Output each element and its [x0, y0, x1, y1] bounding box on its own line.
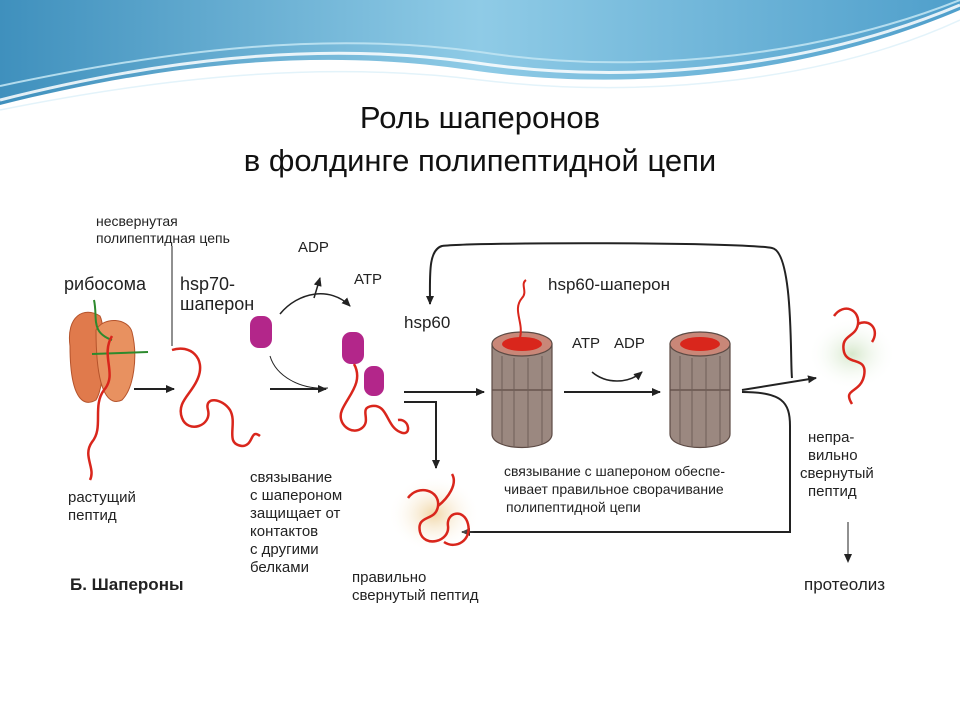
- growing-peptide: [87, 335, 114, 481]
- label-hsp60-note-2: чивает правильное сворачивание: [504, 481, 724, 497]
- hsp60-barrel-2: [669, 331, 731, 449]
- label-unfolded-1: несвернутая: [96, 213, 178, 229]
- slide-title-line-2: в фолдинге полипептидной цепи: [243, 143, 717, 178]
- label-section: Б. Шапероны: [70, 575, 183, 594]
- label-misfolded-2: вильно: [808, 447, 858, 464]
- hsp70-free-1: [250, 316, 272, 348]
- hsp60-barrel-1: [491, 331, 553, 449]
- slide-title-line-1: Роль шаперонов: [359, 100, 601, 135]
- label-binding-5: с другими: [250, 541, 319, 558]
- label-unfolded-2: полипептидная цепь: [96, 230, 230, 246]
- label-ribosome: рибосома: [64, 274, 147, 294]
- misfolded-peptide: [832, 307, 877, 405]
- label-misfolded-4: пептид: [808, 483, 857, 500]
- atp-adp-mid-arrow: [591, 371, 643, 382]
- arrow-hsp70-to-correct: [404, 401, 440, 469]
- hsp70-bound-1: [342, 332, 364, 364]
- label-hsp70-2: шаперон: [180, 294, 254, 314]
- label-binding-3: защищает от: [250, 505, 341, 522]
- peptide-entering-barrel: [517, 279, 527, 339]
- label-growing-1: растущий: [68, 489, 136, 506]
- label-misfolded-1: непра-: [808, 429, 854, 446]
- arrow-barrel2-to-correct: [461, 391, 791, 536]
- label-atp-mid: ATP: [572, 335, 600, 352]
- atp-adp-cycle-arrow: [279, 293, 351, 315]
- label-binding-1: связывание: [250, 469, 332, 486]
- hsp70-cycle: [250, 277, 384, 396]
- bound-peptide: [339, 363, 410, 435]
- label-correct-2: свернутый пептид: [352, 587, 479, 604]
- label-hsp60-chaperone: hsp60-шаперон: [548, 275, 670, 294]
- label-growing-2: пептид: [68, 507, 117, 524]
- unfolded-peptide: [171, 347, 261, 448]
- header-wave-decoration: [0, 0, 960, 111]
- arrow-barrel2-to-misfolded: [741, 375, 817, 391]
- label-adp-top: ADP: [298, 239, 329, 256]
- label-binding-2: с шапероном: [250, 487, 342, 504]
- label-hsp70-1: hsp70-: [180, 274, 235, 294]
- misfolded-glow: [808, 318, 896, 390]
- label-hsp60: hsp60: [404, 313, 450, 332]
- label-misfolded-3: свернутый: [800, 465, 874, 482]
- label-binding-6: белками: [250, 559, 309, 576]
- label-proteolysis: протеолиз: [804, 575, 885, 594]
- label-atp-top: ATP: [354, 271, 382, 288]
- label-binding-4: контактов: [250, 523, 318, 540]
- ribosome-shape: [68, 299, 149, 403]
- label-hsp60-note-3: полипептидной цепи: [506, 499, 641, 515]
- correct-peptide: [406, 473, 470, 547]
- label-correct-1: правильно: [352, 569, 426, 586]
- label-adp-mid: ADP: [614, 335, 645, 352]
- hsp70-bound-2: [364, 366, 384, 396]
- arrow-recycle-top: [425, 242, 793, 379]
- label-hsp60-note-1: связывание с шапероном обеспе-: [504, 463, 725, 479]
- chaperone-diagram: несвернутая полипептидная цепь рибосома …: [64, 213, 896, 604]
